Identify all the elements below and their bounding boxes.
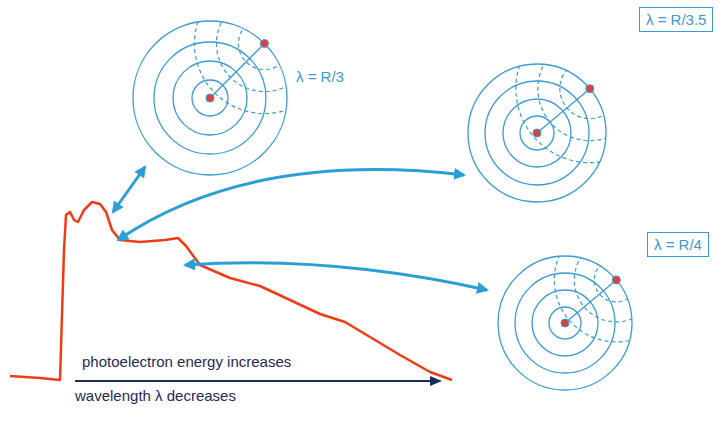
axis-arrow xyxy=(75,380,432,382)
scattered-wave xyxy=(516,15,664,163)
double-arrow xyxy=(185,263,487,290)
scatterer-atom xyxy=(586,85,594,93)
wave-circle xyxy=(485,81,589,185)
wave-circles xyxy=(467,63,607,203)
wave-circle xyxy=(515,273,615,373)
scattered-wave xyxy=(538,37,642,141)
bond-line xyxy=(537,89,590,133)
scattered-wave xyxy=(194,0,334,114)
axis-label: wavelength λ decreases xyxy=(75,387,236,404)
scattered-waves xyxy=(516,15,664,163)
double-arrow xyxy=(113,167,145,212)
wave-circles xyxy=(497,255,633,391)
axis-arrowhead xyxy=(430,376,442,386)
axis-label: photoelectron energy increases xyxy=(82,353,291,370)
scattered-wave xyxy=(574,238,658,322)
spectrum-region: photoelectron energy increases wavelength… xyxy=(10,195,455,420)
scatterer-atom xyxy=(612,276,620,284)
wave-circle xyxy=(133,21,287,175)
wave-figure: λ = R/3.5 xyxy=(467,63,607,203)
wave-circle xyxy=(532,290,598,356)
absorber-atom xyxy=(206,94,214,102)
wavelength-label: λ = R/3 xyxy=(296,68,344,85)
bond-line xyxy=(565,280,616,323)
scattered-waves xyxy=(194,0,334,114)
spectrum-curve xyxy=(10,202,452,380)
wave-circle xyxy=(503,99,571,167)
wave-circle xyxy=(498,256,632,390)
wave-figure: λ = R/3 xyxy=(132,20,288,176)
double-arrow xyxy=(118,170,464,240)
scattered-wave xyxy=(594,258,638,302)
wavelength-label: λ = R/3.5 xyxy=(639,7,713,32)
absorber-atom xyxy=(533,129,541,137)
scatterer-atom xyxy=(260,40,268,48)
wave-circle xyxy=(154,42,266,154)
wave-circle xyxy=(549,307,581,339)
bond-line xyxy=(210,44,264,98)
wavelength-label: λ = R/4 xyxy=(647,232,709,257)
wave-figure: λ = R/4 xyxy=(497,255,633,391)
wave-circle xyxy=(468,64,606,202)
wave-circles xyxy=(132,20,288,176)
scattered-wave xyxy=(560,59,620,119)
absorber-atom xyxy=(561,319,569,327)
